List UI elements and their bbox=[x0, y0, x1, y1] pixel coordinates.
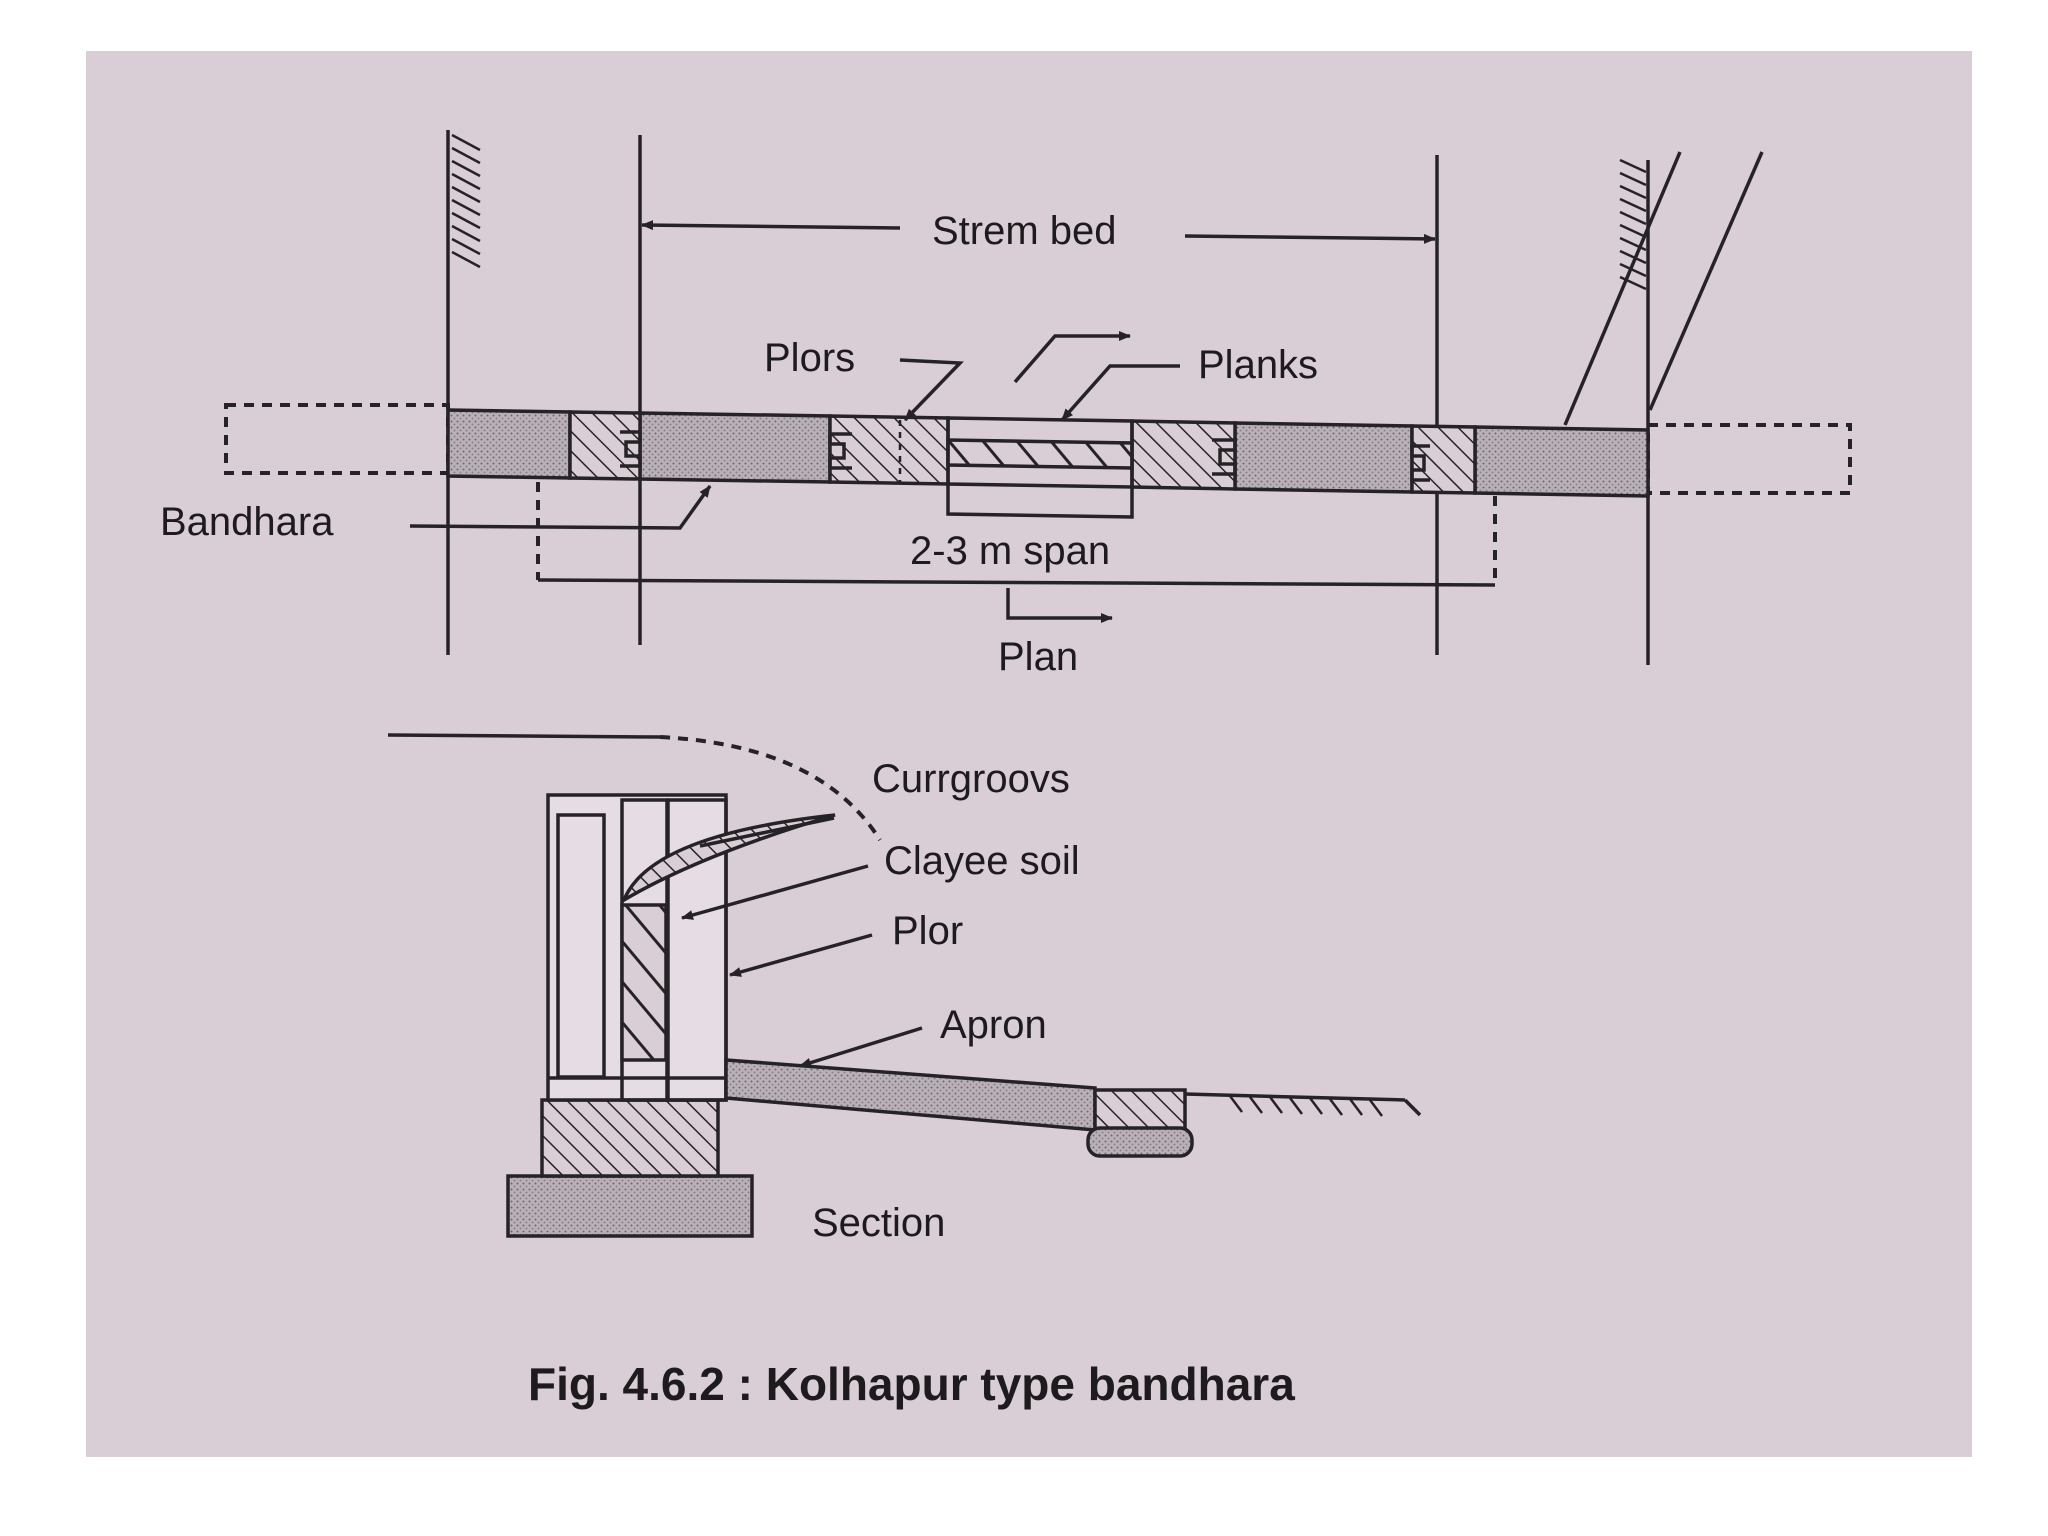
planks-label: Planks bbox=[1198, 343, 1318, 387]
stream-bed-label: Strem bed bbox=[932, 209, 1117, 253]
bandhara-body bbox=[446, 408, 1650, 519]
pier-wall bbox=[546, 793, 728, 1102]
right-dashed-extension bbox=[1646, 423, 1852, 495]
plan-label: Plan bbox=[998, 635, 1078, 679]
right-abutment-hatch bbox=[1563, 151, 1764, 665]
section-base-block bbox=[540, 1098, 720, 1178]
plors-label: Plors bbox=[764, 336, 855, 380]
plor-label: Plor bbox=[892, 909, 963, 953]
pier-1 bbox=[568, 410, 642, 481]
section-label: Section bbox=[812, 1201, 945, 1245]
water-surface-curve bbox=[659, 735, 882, 842]
apron-label: Apron bbox=[940, 1003, 1047, 1047]
water-level-line bbox=[387, 733, 661, 739]
apron bbox=[724, 1058, 1097, 1132]
section-view: Currgroovs Clayee soil Plor Apron Sectio… bbox=[387, 733, 1422, 1245]
clayee-soil-label: Clayee soil bbox=[884, 839, 1080, 883]
span-label: 2-3 m span bbox=[910, 529, 1110, 573]
book-page-photo bbox=[86, 51, 1972, 1457]
bandhara-label: Bandhara bbox=[160, 500, 334, 544]
left-abutment-hatch bbox=[446, 130, 481, 655]
apron-toe-block bbox=[1093, 1088, 1187, 1132]
curr-grooves-label: Currgroovs bbox=[872, 757, 1070, 801]
left-dashed-extension bbox=[224, 403, 450, 475]
pier-2 bbox=[828, 414, 950, 486]
ground-line bbox=[1184, 1092, 1422, 1117]
apron-toe-base bbox=[1086, 1126, 1194, 1158]
curr-grooves-leaf bbox=[620, 813, 836, 905]
figure-caption: Fig. 4.6.2 : Kolhapur type bandhara bbox=[528, 1358, 1295, 1410]
section-foundation bbox=[506, 1174, 754, 1238]
plan-view: Strem bed Plors Planks Bandhara 2-3 m sp… bbox=[160, 130, 1852, 679]
pier-4 bbox=[1410, 424, 1477, 495]
planks bbox=[946, 438, 1134, 470]
clayee-soil-fill bbox=[620, 903, 668, 1062]
